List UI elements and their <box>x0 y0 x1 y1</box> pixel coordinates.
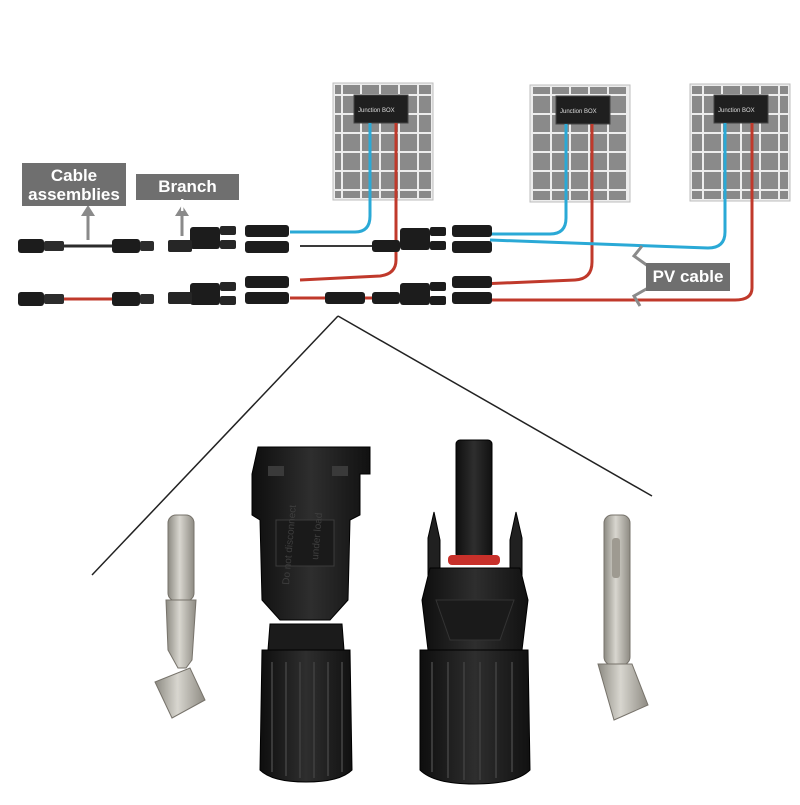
metal-pin-icon <box>603 514 631 666</box>
mc4-connector-icon <box>452 276 492 288</box>
branch-plug-icon <box>400 228 430 250</box>
mc4-connector-icon <box>452 292 492 304</box>
metal-pin-left <box>154 514 206 719</box>
cable-assembly-red <box>18 292 154 306</box>
pv-cable-label: PV cable <box>646 263 730 291</box>
mc4-connector-icon <box>325 292 365 304</box>
callout-arrows <box>81 205 649 307</box>
arrow-icon <box>631 286 649 307</box>
panel-wires <box>290 123 754 302</box>
cable-assemblies-label: Cable assemblies <box>22 163 126 206</box>
junction-box-icon <box>555 95 611 125</box>
mc4-connector-icon <box>18 292 44 306</box>
string-connectors <box>245 225 492 305</box>
branch-plug-top <box>168 226 236 252</box>
branch-plug-bottom <box>168 282 236 305</box>
mc4-connector-icon <box>372 292 400 304</box>
mc4-connector-icon <box>245 276 289 288</box>
positive-wire <box>299 123 398 282</box>
branch-plug-icon <box>400 283 430 305</box>
positive-wire <box>479 124 594 286</box>
solar-panel-3: Junction BOX <box>689 83 791 202</box>
mc4-connector-icon <box>112 239 140 253</box>
mc4-connector-icon <box>452 225 492 237</box>
mc4-connector-icon <box>18 239 44 253</box>
junction-box-label: Junction BOX <box>718 108 755 114</box>
negative-wire <box>490 124 568 236</box>
zoom-bracket <box>91 315 653 576</box>
cable-assembly-black <box>18 239 154 253</box>
mc4-connector-icon <box>245 292 289 304</box>
mc4-connector-icon <box>455 439 493 559</box>
branch-plug-icon <box>190 283 220 305</box>
branch-plug-label: Branch plug <box>136 174 239 215</box>
junction-box-icon <box>713 94 769 124</box>
solar-panel-2: Junction BOX <box>529 84 631 203</box>
metal-pin-icon <box>167 514 195 602</box>
connector-warning-line2: under load <box>310 512 325 560</box>
solar-panel-1: Junction BOX <box>332 82 434 201</box>
junction-box-label: Junction BOX <box>358 108 395 114</box>
mc4-connector-icon <box>245 225 289 237</box>
metal-pin-right <box>597 514 649 721</box>
branch-plug-icon <box>190 227 220 249</box>
mc4-male-connector <box>419 439 531 785</box>
junction-box-icon <box>353 94 409 124</box>
seal-ring <box>448 555 500 565</box>
negative-wire <box>290 123 372 234</box>
mc4-connector-icon <box>245 241 289 253</box>
mc4-connector-icon <box>452 241 492 253</box>
mc4-connector-icon <box>372 240 400 252</box>
junction-box-label: Junction BOX <box>560 109 597 115</box>
mc4-connector-icon <box>112 292 140 306</box>
negative-wire <box>489 123 727 250</box>
arrow-icon <box>631 245 649 268</box>
positive-wire <box>490 123 754 302</box>
mc4-female-connector: Do not disconnect under load <box>251 446 371 783</box>
